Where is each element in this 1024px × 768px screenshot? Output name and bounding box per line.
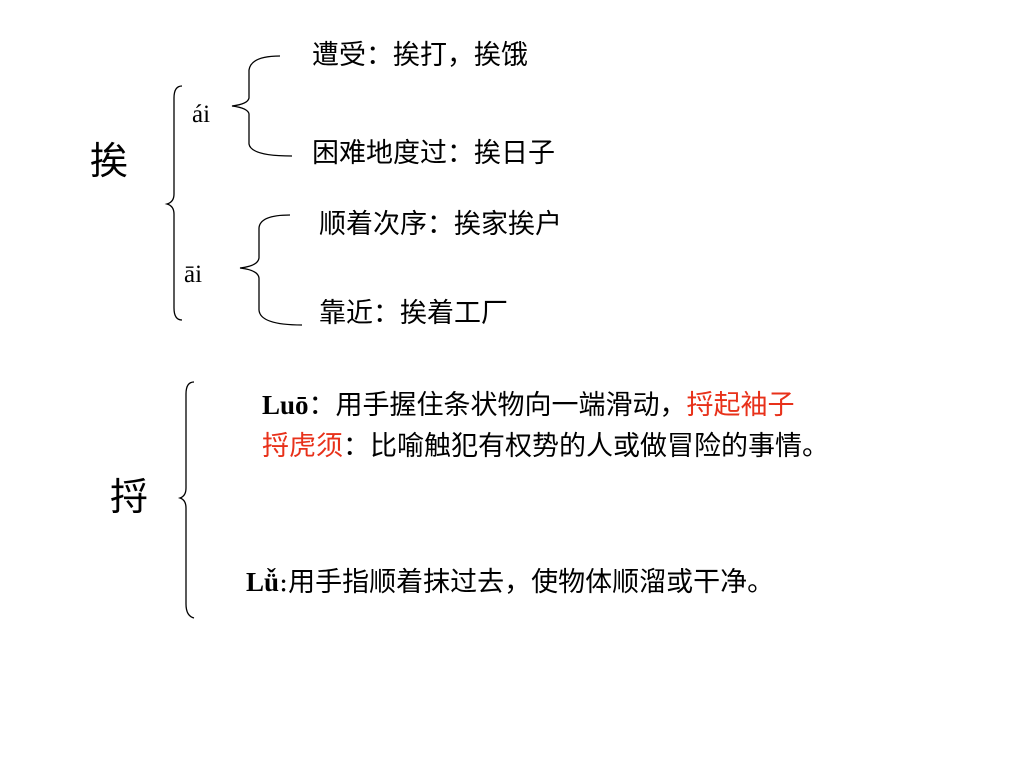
- bracket-reading2: [239, 214, 303, 326]
- char1-character: 挨: [90, 139, 129, 183]
- char1-pinyin-ai1: āi: [184, 261, 203, 288]
- bracket-reading1: [231, 55, 293, 157]
- char2-pinyin-luo: Luō: [262, 390, 309, 420]
- char2-lv-definition: :用手指顺着抹过去，使物体顺溜或干净。: [279, 567, 775, 598]
- char2-pinyin-lv: Lǚ: [246, 567, 280, 597]
- char1-meaning-3: 顺着次序：挨家挨户: [319, 209, 562, 240]
- char2-luo-definition: 用手握住条状物向一端滑动，: [335, 390, 687, 421]
- bracket-char1-outer: [164, 85, 183, 321]
- char2-luo-example: 捋起袖子: [686, 390, 795, 421]
- char2-idiom: 捋虎须: [262, 431, 343, 462]
- char1-meaning-1: 遭受：挨打，挨饿: [312, 40, 528, 71]
- char2-luo-separator: ：: [308, 390, 336, 421]
- char1-meaning-4: 靠近：挨着工厂: [319, 298, 508, 329]
- char1-meaning-2: 困难地度过：挨日子: [312, 138, 555, 169]
- char1-pinyin-ai2: ái: [192, 101, 211, 128]
- char2-idiom-line: 捋虎须：比喻触犯有权势的人或做冒险的事情。: [262, 433, 829, 460]
- char2-character: 捋: [110, 475, 149, 519]
- char2-luo-line: Luō：用手握住条状物向一端滑动，捋起袖子: [262, 390, 795, 421]
- bracket-char2: [177, 381, 195, 619]
- char2-idiom-definition: ：比喻触犯有权势的人或做冒险的事情。: [343, 431, 829, 462]
- char2-lv-line: Lǚ:用手指顺着抹过去，使物体顺溜或干净。: [246, 567, 775, 598]
